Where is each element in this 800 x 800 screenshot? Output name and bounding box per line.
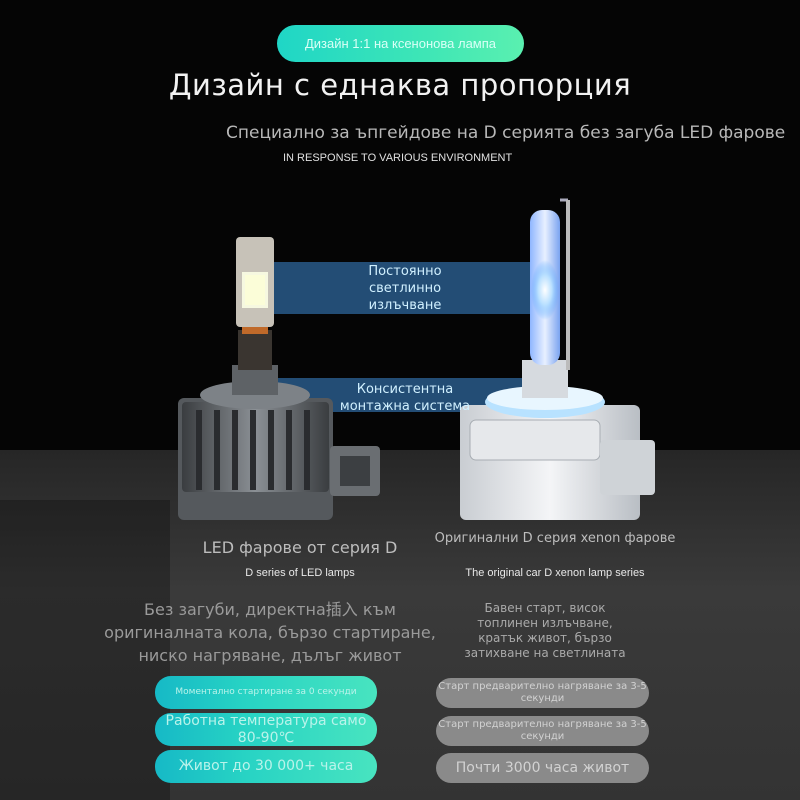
page-title: Дизайн с еднаква пропорция: [168, 68, 632, 102]
led-feature-pill: Работна температура само 80-90℃: [155, 713, 377, 746]
led-bulb-icon: [178, 237, 380, 520]
led-product-name: LED фарове от серия D: [202, 538, 398, 557]
led-feature-pill: Живот до 30 000+ часа: [155, 750, 377, 783]
page-subtitle-en: IN RESPONSE TO VARIOUS ENVIRONMENT: [283, 152, 513, 164]
xenon-feature-text: Старт предварително нагряване за 3-5 сек…: [438, 719, 647, 742]
led-feature-text: Моментално стартиране за 0 секунди: [175, 687, 357, 697]
lower-panel-shade: [0, 500, 170, 800]
lower-panel: [0, 450, 800, 800]
callout-mount-system: Консистентна монтажна система: [339, 382, 471, 414]
design-badge: Дизайн 1:1 на ксенонова лампа: [277, 25, 524, 62]
led-description: Без загуби, директна插入 към оригиналната …: [104, 600, 436, 665]
led-feature-text: Живот до 30 000+ часа: [178, 758, 354, 774]
led-feature-pill: Моментално стартиране за 0 секунди: [155, 676, 377, 709]
led-product-name-en: D series of LED lamps: [245, 567, 355, 579]
xenon-description: Бавен старт, висок топлинен излъчване, к…: [464, 601, 626, 660]
page-subtitle: Специално за ъпгейдове на D серията без …: [226, 123, 786, 143]
xenon-feature-pill: Старт предварително нагряване за 3-5 сек…: [436, 716, 649, 746]
xenon-feature-text: Почти 3000 часа живот: [455, 759, 630, 776]
xenon-feature-text: Старт предварително нагряване за 3-5 сек…: [438, 681, 647, 704]
led-feature-text: Работна температура само 80-90℃: [165, 713, 367, 746]
xenon-product-name-en: The original car D xenon lamp series: [465, 567, 645, 579]
callout-constant-light: Постоянно светлинно излъчване: [368, 264, 442, 313]
xenon-product-name: Оригинални D серия xenon фарове: [434, 531, 676, 546]
xenon-bulb-icon: [460, 198, 655, 520]
xenon-feature-pill: Почти 3000 часа живот: [436, 753, 649, 783]
xenon-feature-pill: Старт предварително нагряване за 3-5 сек…: [436, 678, 649, 708]
